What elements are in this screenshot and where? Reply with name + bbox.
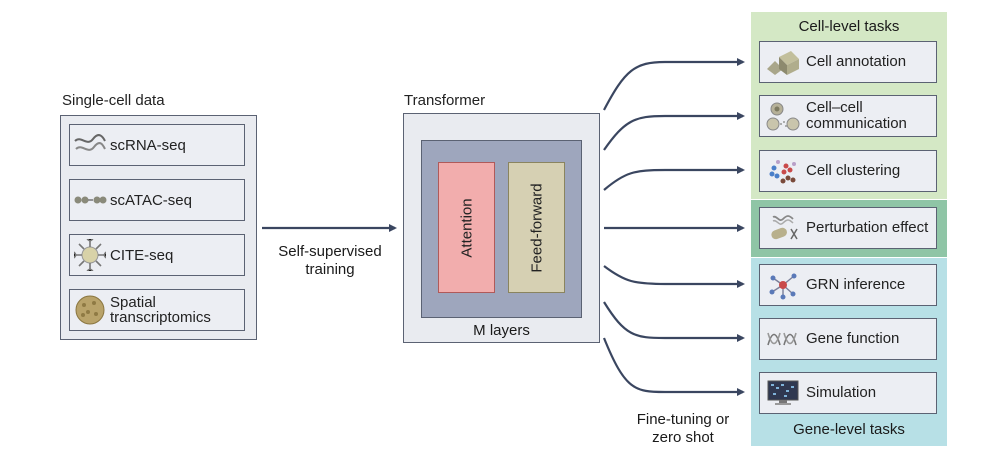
input-panel: scRNA-seq scATAC-seq CITE-seq Spatial tr… xyxy=(60,115,257,340)
rna-strand-icon xyxy=(70,126,110,164)
task-gene-function: Gene function xyxy=(759,318,937,360)
input-item-scrna: scRNA-seq xyxy=(69,124,245,166)
finetune-label: Fine-tuning or zero shot xyxy=(636,411,730,446)
cell-annotation-icon xyxy=(760,43,806,81)
arrow-cell-clustering xyxy=(603,166,745,191)
arrow-grn xyxy=(603,265,745,288)
transformer-title: Transformer xyxy=(404,92,486,109)
arrow-gene-function xyxy=(603,301,745,342)
input-item-label: scRNA-seq xyxy=(110,136,186,154)
task-simulation: Simulation xyxy=(759,372,937,414)
task-cell-communication: Cell–cell communication xyxy=(759,95,937,137)
input-item-spatial: Spatial transcriptomics xyxy=(69,289,245,331)
cell-tasks-title: Cell-level tasks xyxy=(798,18,900,35)
antibody-cell-icon xyxy=(70,236,110,274)
arrow-cell-communication xyxy=(603,112,745,151)
input-title: Single-cell data xyxy=(62,92,165,109)
input-item-label: CITE-seq xyxy=(110,246,174,264)
task-label: Simulation xyxy=(806,384,877,401)
cell-communication-icon xyxy=(760,97,806,135)
chromatin-icon xyxy=(70,181,110,219)
input-item-cite: CITE-seq xyxy=(69,234,245,276)
arrow-cell-annotation xyxy=(603,58,745,111)
feedforward-block: Feed-forward xyxy=(508,162,565,293)
task-label: Cell–cell communication xyxy=(806,99,907,132)
perturbation-icon xyxy=(760,209,806,247)
tissue-icon xyxy=(70,291,110,329)
simulation-monitor-icon xyxy=(760,374,806,412)
task-label: Cell annotation xyxy=(806,53,907,70)
arrow-simulation xyxy=(602,337,745,396)
task-cell-annotation: Cell annotation xyxy=(759,41,937,83)
layers-label: M layers xyxy=(473,322,530,339)
task-label: GRN inference xyxy=(806,276,906,293)
cell-clustering-icon xyxy=(760,152,806,190)
task-cell-clustering: Cell clustering xyxy=(759,150,937,192)
gene-tasks-title: Gene-level tasks xyxy=(793,421,905,438)
task-label: Perturbation effect xyxy=(806,219,929,236)
input-item-label: scATAC-seq xyxy=(110,191,192,209)
input-item-scatac: scATAC-seq xyxy=(69,179,245,221)
training-label: Self-supervised training xyxy=(278,243,382,278)
grn-network-icon xyxy=(760,266,806,304)
task-label: Gene function xyxy=(806,330,900,347)
attention-block: Attention xyxy=(438,162,495,293)
gene-dna-icon xyxy=(760,320,806,358)
task-label: Cell clustering xyxy=(806,162,901,179)
input-item-label: Spatial transcriptomics xyxy=(110,294,211,326)
task-perturbation-effect: Perturbation effect xyxy=(759,207,937,249)
task-grn-inference: GRN inference xyxy=(759,264,937,306)
